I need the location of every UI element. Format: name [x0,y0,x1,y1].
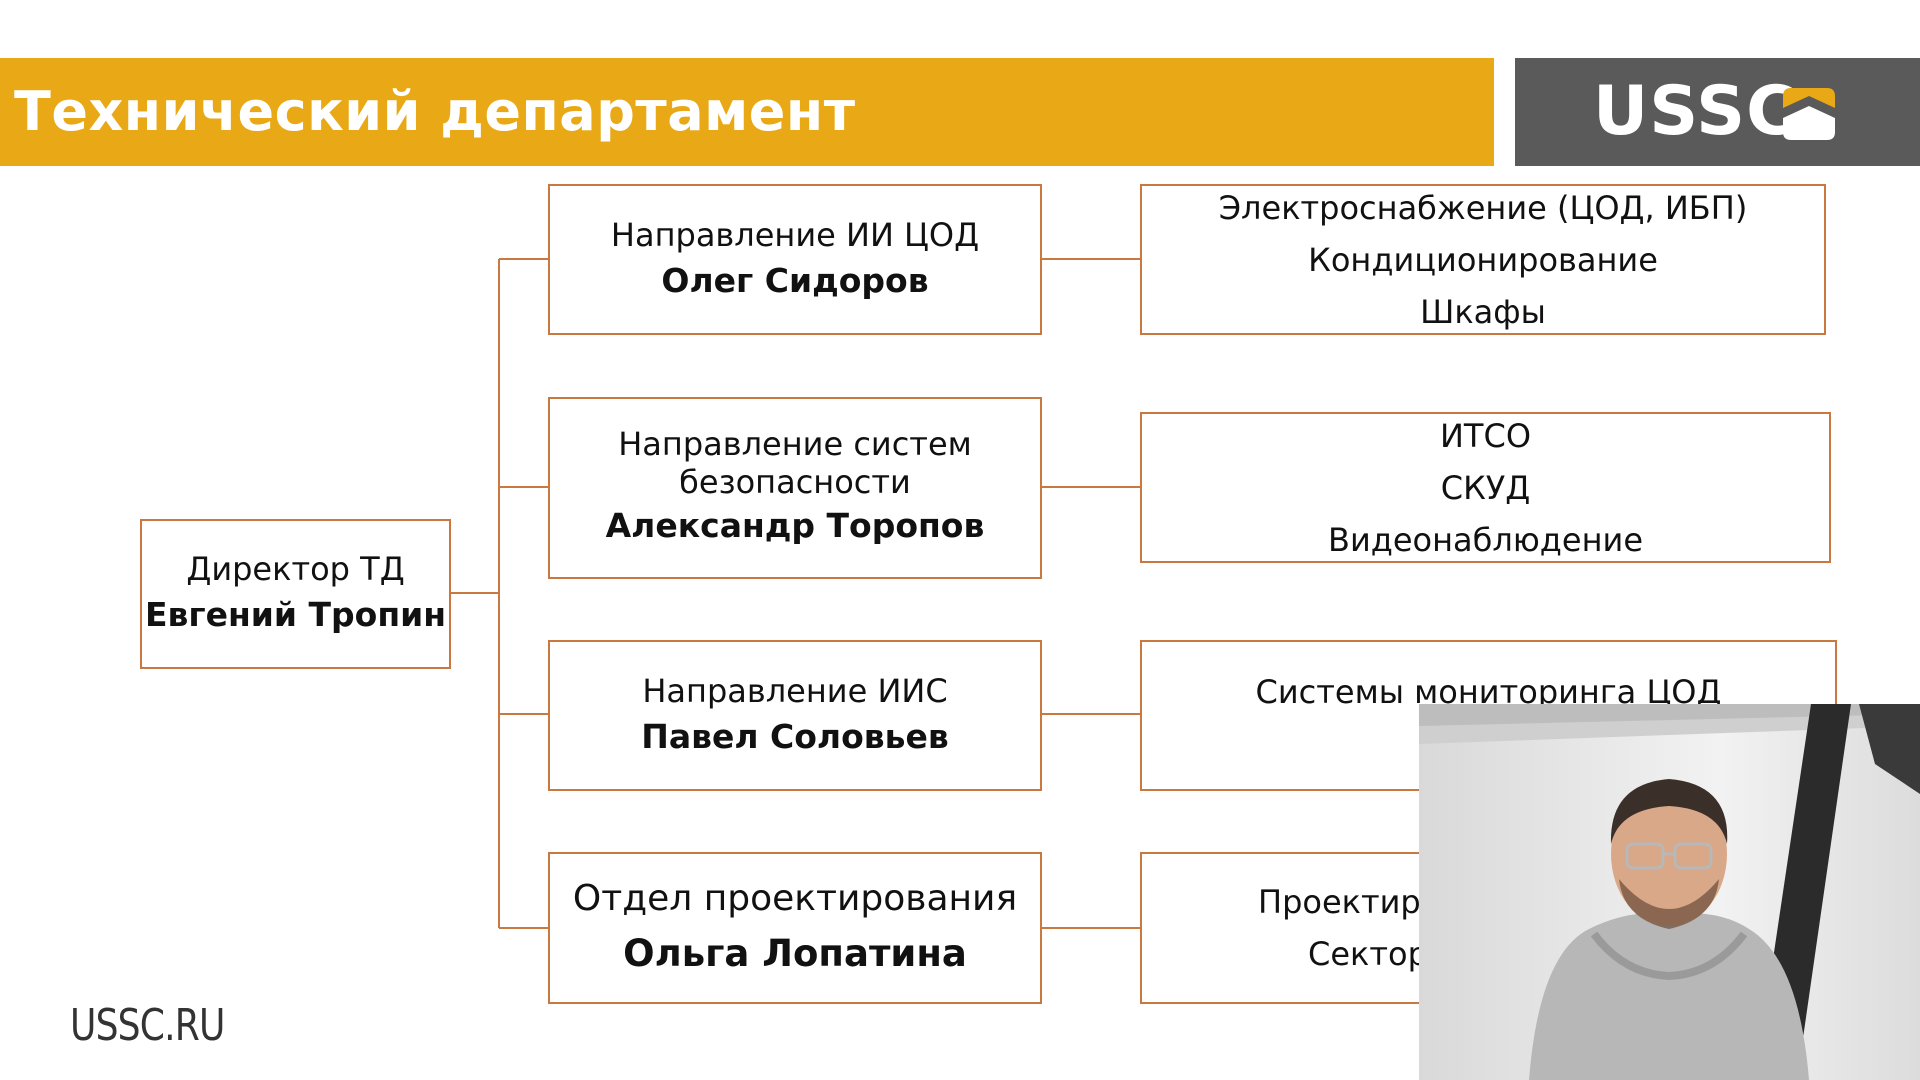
department-box: Направление ИИС Павел Соловьев [548,640,1042,791]
director-name: Евгений Тропин [144,595,447,634]
department-box: Направление ИИ ЦОД Олег Сидоров [548,184,1042,335]
department-head: Олег Сидоров [661,260,929,300]
area-item: Электроснабжение (ЦОД, ИБП) [1218,188,1748,227]
department-head: Павел Соловьев [641,716,949,756]
header-bar: Технический департамент [0,58,1494,166]
logo-emblem-icon [1783,88,1835,140]
area-box: ИТСО СКУД Видеонаблюдение [1140,412,1831,563]
director-role: Директор ТД [186,550,405,588]
webcam-frame [1419,704,1920,1080]
logo-text: USSC [1593,72,1798,151]
area-item: ИТСО [1439,416,1531,455]
area-item: Видеонаблюдение [1327,520,1643,559]
webcam-video [1419,704,1920,1080]
director-box: Директор ТД Евгений Тропин [140,519,451,669]
department-title: Отдел проектирования [572,878,1018,919]
footer-url: USSC.RU [70,1000,225,1051]
page-title: Технический департамент [14,80,856,143]
area-item: Сектор [1308,935,1428,973]
logo: USSC [1515,58,1920,166]
department-title: Направление ИИ ЦОД [610,215,980,254]
area-item: Проектиро [1258,883,1441,921]
area-item: СКУД [1440,468,1531,507]
department-box: Отдел проектирования Ольга Лопатина [548,852,1042,1004]
department-title: Направление ИИС [642,671,948,710]
department-title: Направление систем безопасности [618,425,972,501]
department-head: Александр Торопов [605,506,985,545]
area-item: Шкафы [1420,292,1546,331]
area-item: Кондиционирование [1308,240,1658,279]
department-head: Ольга Лопатина [623,932,967,975]
area-box: Электроснабжение (ЦОД, ИБП) Кондициониро… [1140,184,1826,335]
department-box: Направление систем безопасности Александ… [548,397,1042,579]
